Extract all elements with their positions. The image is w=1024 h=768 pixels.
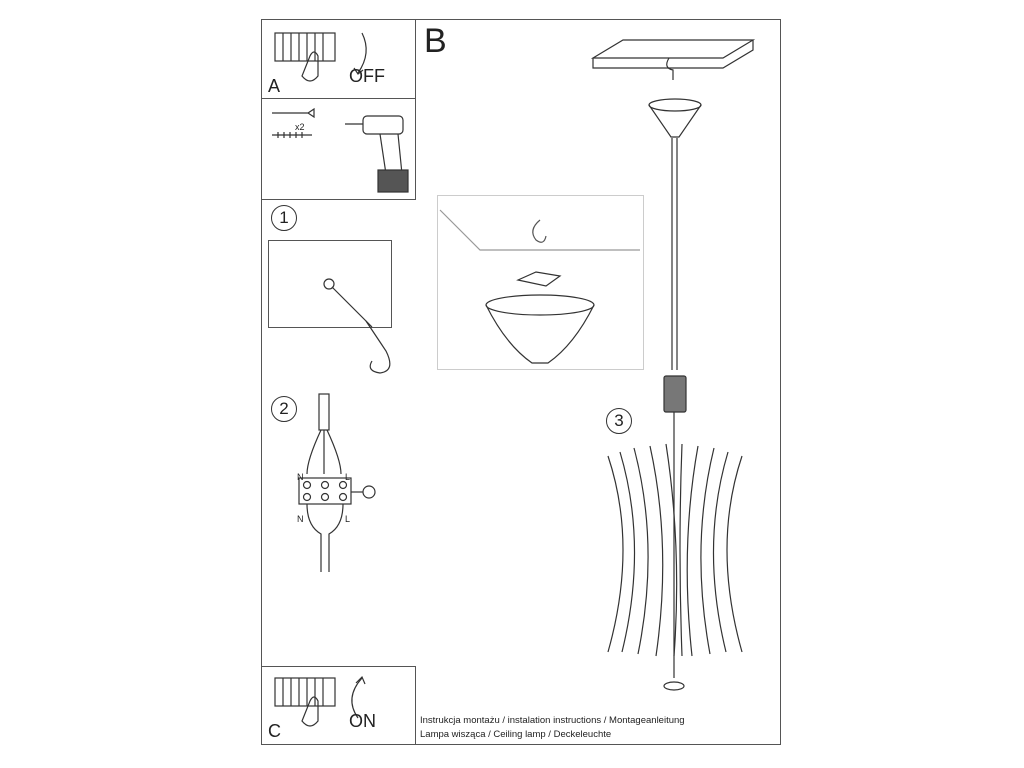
tools-panel bbox=[261, 98, 416, 200]
live-bottom-label: L bbox=[345, 514, 351, 524]
wooden-slat-shade bbox=[607, 443, 743, 657]
ceiling-drill-panel bbox=[268, 240, 392, 328]
instructions-caption: Instrukcja montażu / instalation instruc… bbox=[420, 715, 685, 726]
pendant-cord bbox=[663, 138, 687, 691]
panel-a-label: A bbox=[268, 76, 281, 96]
panel-c-label: C bbox=[268, 721, 281, 741]
step-1-number: 1 bbox=[271, 205, 297, 231]
panel-c bbox=[261, 666, 416, 745]
x2-label: x2 bbox=[295, 122, 305, 132]
neutral-top-label: N bbox=[297, 472, 304, 482]
drill-icon bbox=[345, 115, 409, 193]
live-top-label: L bbox=[345, 472, 351, 482]
off-label: OFF bbox=[349, 66, 385, 86]
breaker-on-icon bbox=[274, 675, 366, 727]
ceiling-mount-plate bbox=[590, 39, 756, 80]
wiring-diagram bbox=[298, 393, 376, 572]
canopy bbox=[648, 98, 702, 138]
section-b-label: B bbox=[424, 22, 447, 60]
detail-view-panel bbox=[437, 195, 644, 370]
screw-anchor-icon bbox=[272, 107, 315, 138]
detail-hook-canopy bbox=[439, 209, 640, 364]
ceiling-hook-icon bbox=[323, 278, 391, 374]
instruction-sheet-frame bbox=[261, 19, 781, 745]
breaker-off-icon bbox=[274, 32, 367, 82]
product-caption: Lampa wisząca / Ceiling lamp / Deckeleuc… bbox=[420, 729, 612, 740]
on-label: ON bbox=[349, 711, 376, 731]
neutral-bottom-label: N bbox=[297, 514, 304, 524]
step-2-number: 2 bbox=[271, 396, 297, 422]
step-3-number: 3 bbox=[606, 408, 632, 434]
